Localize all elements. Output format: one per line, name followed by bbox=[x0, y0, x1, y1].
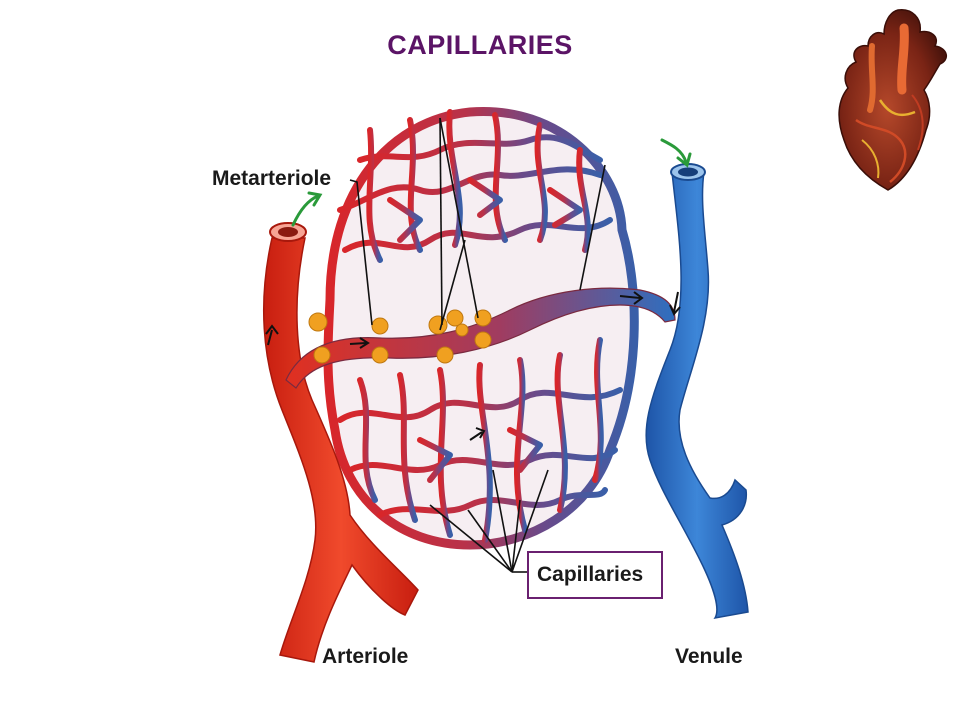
precapillary-sphincters bbox=[308, 309, 492, 364]
venule-vessel bbox=[645, 163, 749, 620]
capillaries-highlight-box bbox=[527, 551, 663, 599]
metarteriole-label: Metarteriole bbox=[212, 167, 332, 190]
flow-arrows bbox=[265, 291, 681, 441]
page-title: CAPILLARIES bbox=[387, 30, 573, 60]
capillaries-label: Capillaries bbox=[537, 563, 644, 586]
venule-label: Venule bbox=[675, 645, 743, 668]
arteriole-label: Arteriole bbox=[322, 645, 409, 668]
arteriole-vessel bbox=[263, 222, 419, 663]
leader-lines bbox=[349, 117, 606, 573]
blood-flow-green-arrows bbox=[291, 138, 692, 227]
heart-icon bbox=[838, 9, 947, 191]
